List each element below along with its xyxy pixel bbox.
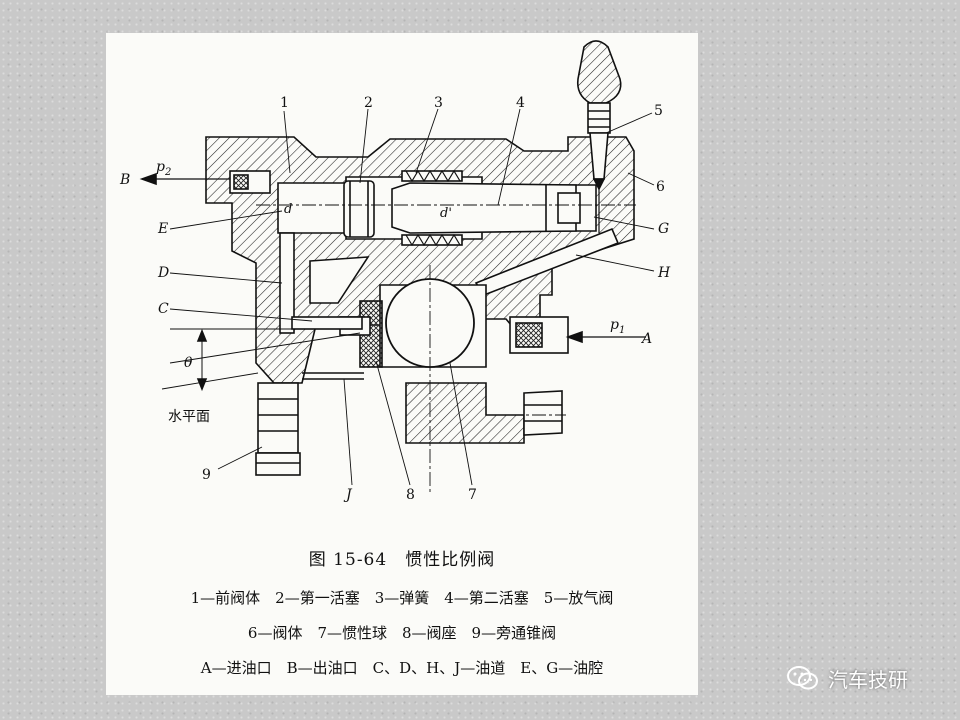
legend-line: 1—前阀体 2—第一活塞 3—弹簧 4—第二活塞 5—放气阀 — [190, 589, 614, 607]
port-label-b: B — [119, 172, 130, 188]
part-label-7: 7 — [468, 487, 477, 503]
bleeder-valve — [576, 40, 622, 233]
dimension-label-d: d — [284, 202, 292, 217]
part-label-2: 2 — [364, 95, 373, 111]
chamber-label-g: G — [658, 221, 669, 237]
pressure-label-p1: p1 — [610, 317, 625, 336]
first-piston — [343, 180, 375, 238]
figure-title: 图 15-64 惯性比例阀 — [308, 550, 496, 570]
chamber-label-e: E — [157, 221, 168, 237]
valve-diagram: 1 2 3 4 5 6 7 8 9 B p2 A p1 E D C G H J … — [119, 40, 671, 503]
part-label-5: 5 — [654, 103, 663, 119]
dimension-label-d-prime: d' — [440, 206, 452, 221]
legend-line: A—进油口 B—出油口 C、D、H、J—油道 E、G—油腔 — [200, 659, 604, 677]
angle-label-theta: θ — [184, 355, 193, 371]
passage-label-c: C — [158, 301, 169, 317]
part-label-9: 9 — [202, 467, 211, 483]
watermark-text: 汽车技研 — [828, 667, 908, 692]
pressure-label-p2: p2 — [156, 159, 171, 178]
horizontal-plane-label: 水平面 — [168, 409, 210, 425]
part-label-4: 4 — [516, 95, 525, 111]
figure-panel: 1 2 3 4 5 6 7 8 9 B p2 A p1 E D C G H J … — [106, 33, 698, 695]
legend-line: 6—阀体 7—惯性球 8—阀座 9—旁通锥阀 — [247, 624, 557, 642]
passage-label-h: H — [657, 265, 671, 281]
second-piston — [391, 182, 577, 234]
watermark: 汽车技研 — [786, 658, 946, 698]
part-label-6: 6 — [656, 179, 665, 195]
bypass-cone-valve — [255, 382, 301, 476]
part-label-1: 1 — [280, 95, 289, 111]
passage-c-channel — [291, 316, 363, 330]
part-label-3: 3 — [434, 95, 443, 111]
wechat-icon — [787, 666, 818, 690]
port-label-a: A — [640, 331, 652, 347]
part-label-8: 8 — [406, 487, 415, 503]
body-void — [309, 256, 370, 304]
bottom-cap — [405, 382, 525, 444]
passage-label-d: D — [157, 265, 169, 281]
spring — [401, 169, 463, 247]
passage-label-j: J — [343, 487, 353, 503]
